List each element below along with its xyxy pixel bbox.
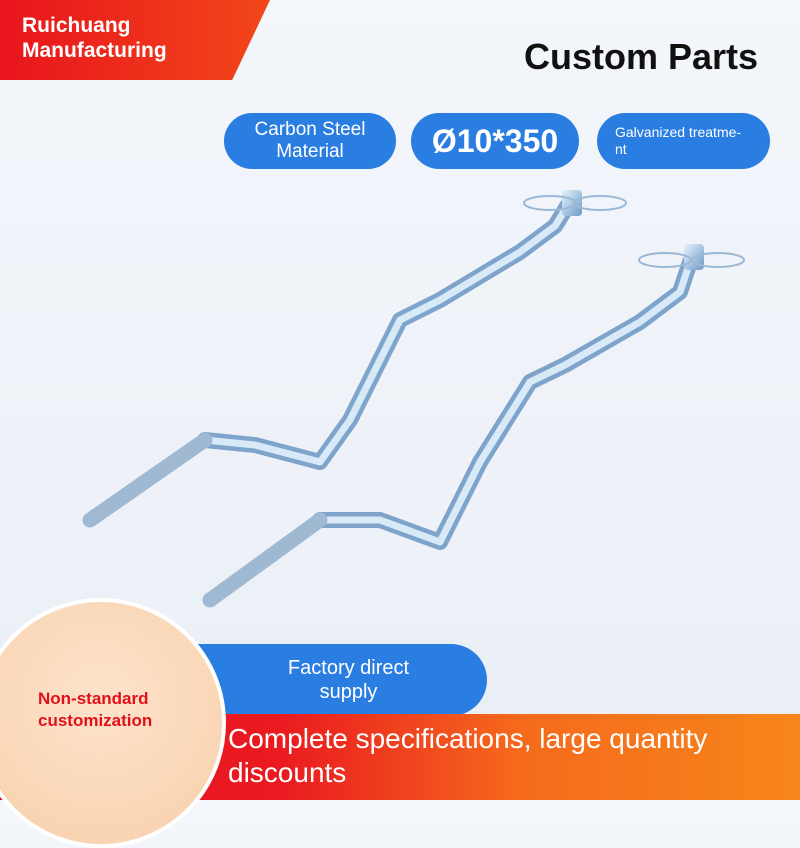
material-line2: Material	[276, 141, 344, 162]
bent-rod-1	[82, 190, 627, 528]
discount-line1: Complete specifications, large quantity	[228, 723, 708, 754]
brand-name-line2: Manufacturing	[22, 39, 167, 62]
discount-text: Complete specifications, large quantity …	[228, 722, 707, 790]
supply-line2: supply	[319, 681, 378, 703]
bent-rod-2	[202, 244, 745, 608]
size-badge: Ø10*350	[411, 113, 579, 169]
brand-banner: Ruichuang Manufacturing	[0, 0, 270, 80]
treatment-line2: nt	[615, 141, 627, 157]
material-line1: Carbon Steel	[254, 119, 366, 140]
custom-line2: customization	[38, 711, 153, 730]
custom-line1: Non-standard	[38, 689, 149, 708]
supply-line1: Factory direct	[287, 657, 410, 679]
customization-text: Non-standard customization	[38, 688, 152, 732]
treatment-badge: Galvanized treatme-nt	[597, 113, 770, 169]
page-title: Custom Parts	[524, 36, 759, 77]
product-image	[82, 190, 745, 608]
treatment-line1: Galvanized treatme-	[615, 124, 742, 140]
brand-name-line1: Ruichuang	[22, 14, 131, 37]
discount-line2: discounts	[228, 757, 347, 788]
